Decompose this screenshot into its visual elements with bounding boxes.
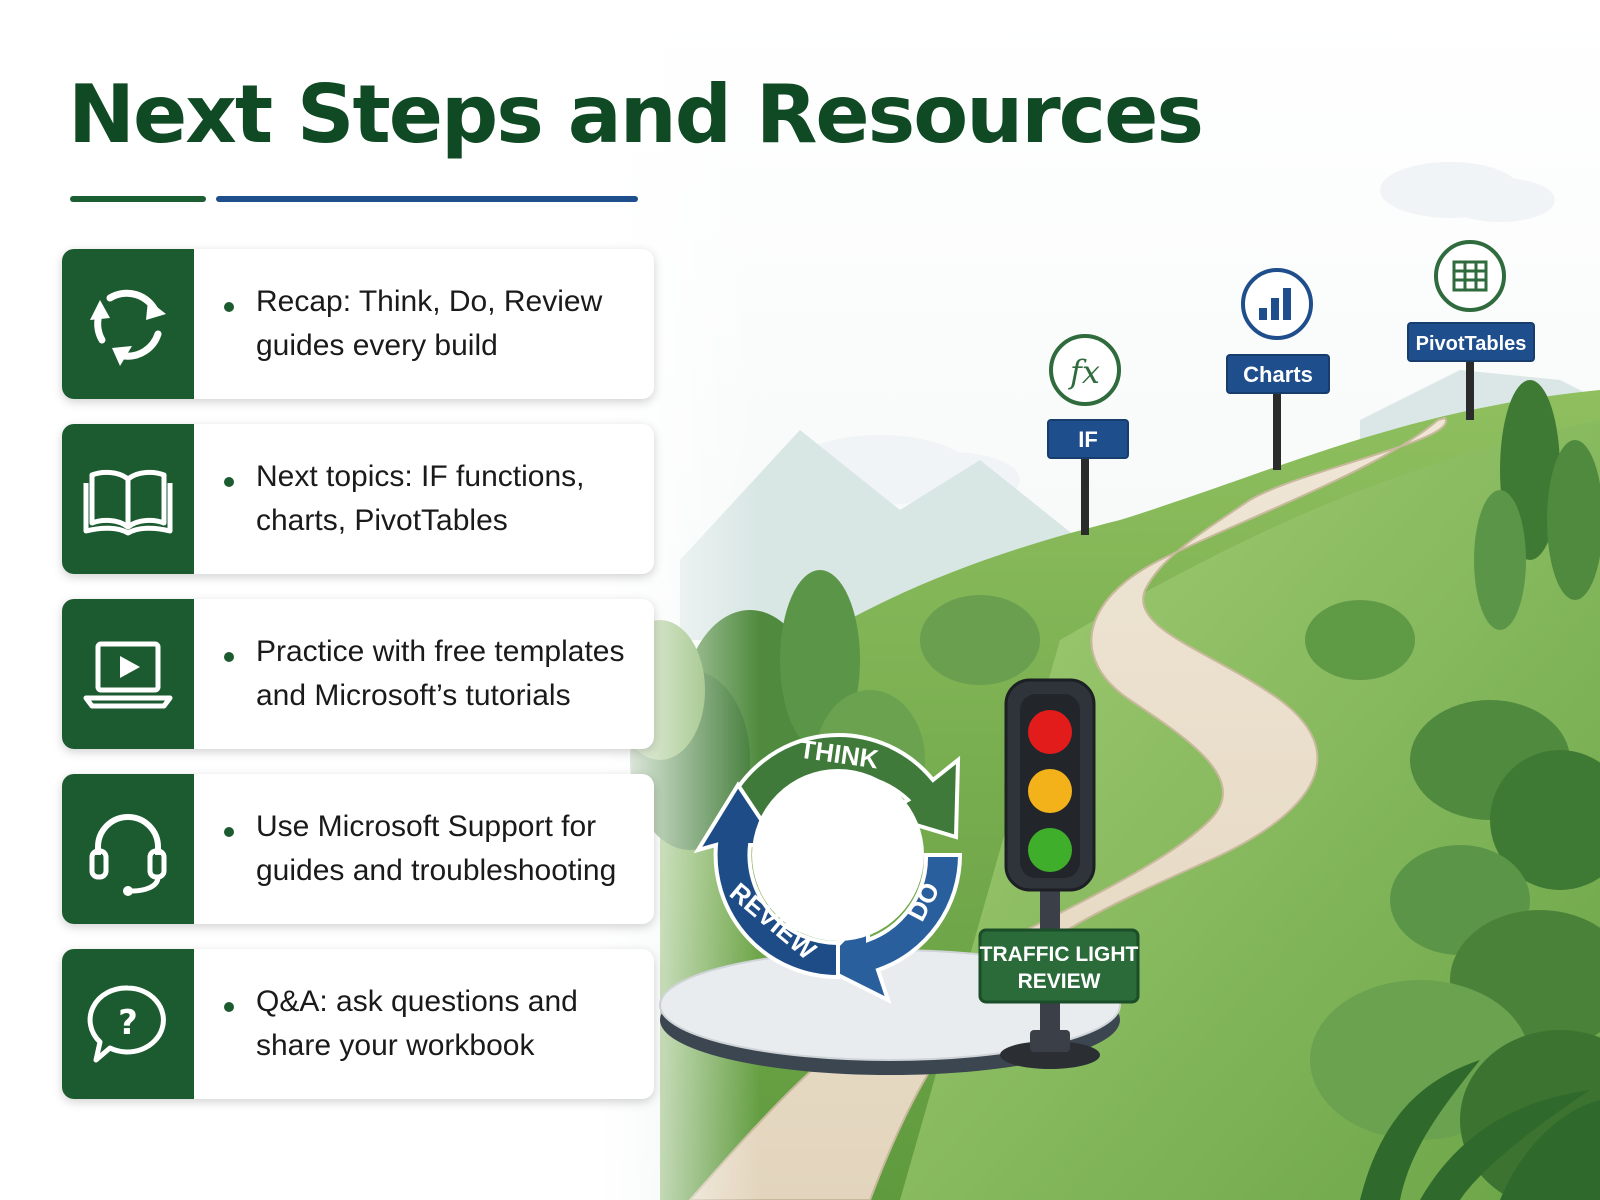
open-book-icon (83, 469, 173, 536)
signpost-if: fx IF (1047, 334, 1129, 535)
video-laptop-icon (83, 641, 173, 709)
card-support: Use Microsoft Support for guides and tro… (62, 774, 654, 924)
think-do-review-cycle: THINK DO REVIEW (693, 733, 963, 1004)
card-recap: Recap: Think, Do, Review guides every bu… (62, 249, 654, 399)
red-light (1028, 710, 1072, 754)
card-body: Practice with free templates and Microso… (194, 599, 654, 749)
table-grid-icon (1452, 260, 1488, 292)
winding-road (688, 416, 1447, 1200)
bar-chart-icon (1259, 288, 1291, 320)
card-body: Next topics: IF functions, charts, Pivot… (194, 424, 654, 574)
yellow-light (1028, 769, 1072, 813)
headset-icon (89, 814, 167, 896)
card-text: Practice with free templates and Microso… (256, 635, 625, 712)
title-underline-green (70, 196, 206, 202)
card-practice: Practice with free templates and Microso… (62, 599, 654, 749)
bullet-dot (224, 1002, 234, 1012)
signpost-charts: Charts (1226, 268, 1330, 470)
card-icon-tile: ? (62, 949, 194, 1099)
road-landscape-illustration: fx IF Charts (600, 0, 1600, 1200)
signpost-if-label: IF (1078, 427, 1098, 452)
signpost-pivottables-label: PivotTables (1416, 333, 1527, 355)
svg-text:?: ? (118, 1003, 138, 1043)
signpost-charts-label: Charts (1243, 362, 1313, 387)
card-text: Q&A: ask questions and share your workbo… (256, 985, 578, 1062)
ferns (1360, 1060, 1600, 1200)
card-body: Recap: Think, Do, Review guides every bu… (194, 249, 654, 399)
bullet-dot (224, 652, 234, 662)
traffic-light: TRAFFIC LIGHT REVIEW (978, 678, 1140, 1069)
page-title: Next Steps and Resources (68, 68, 1204, 161)
title-underline-blue (216, 196, 638, 202)
card-text: Use Microsoft Support for guides and tro… (256, 810, 617, 887)
bullet-dot (224, 827, 234, 837)
card-next-topics: Next topics: IF functions, charts, Pivot… (62, 424, 654, 574)
refresh-cycle-icon (90, 289, 166, 366)
traffic-light-sign-line1: TRAFFIC LIGHT (980, 943, 1139, 966)
card-icon-tile (62, 774, 194, 924)
card-body: Q&A: ask questions and share your workbo… (194, 949, 654, 1099)
card-icon-tile (62, 249, 194, 399)
card-text: Recap: Think, Do, Review guides every bu… (256, 285, 603, 362)
card-body: Use Microsoft Support for guides and tro… (194, 774, 654, 924)
trees-right (1305, 380, 1600, 1200)
card-icon-tile (62, 424, 194, 574)
card-text: Next topics: IF functions, charts, Pivot… (256, 460, 585, 537)
green-light (1028, 828, 1072, 872)
fx-icon: fx (1068, 353, 1100, 391)
card-qa: ? Q&A: ask questions and share your work… (62, 949, 654, 1099)
cycle-arrow-do (814, 853, 963, 1004)
traffic-light-sign-line2: REVIEW (1018, 970, 1101, 993)
bullet-dot (224, 477, 234, 487)
bullet-dot (224, 302, 234, 312)
resource-list: Recap: Think, Do, Review guides every bu… (62, 249, 654, 1099)
card-icon-tile (62, 599, 194, 749)
cycle-arrow-review (693, 781, 840, 980)
question-bubble-icon: ? (87, 985, 166, 1063)
signpost-pivottables: PivotTables (1407, 240, 1535, 420)
